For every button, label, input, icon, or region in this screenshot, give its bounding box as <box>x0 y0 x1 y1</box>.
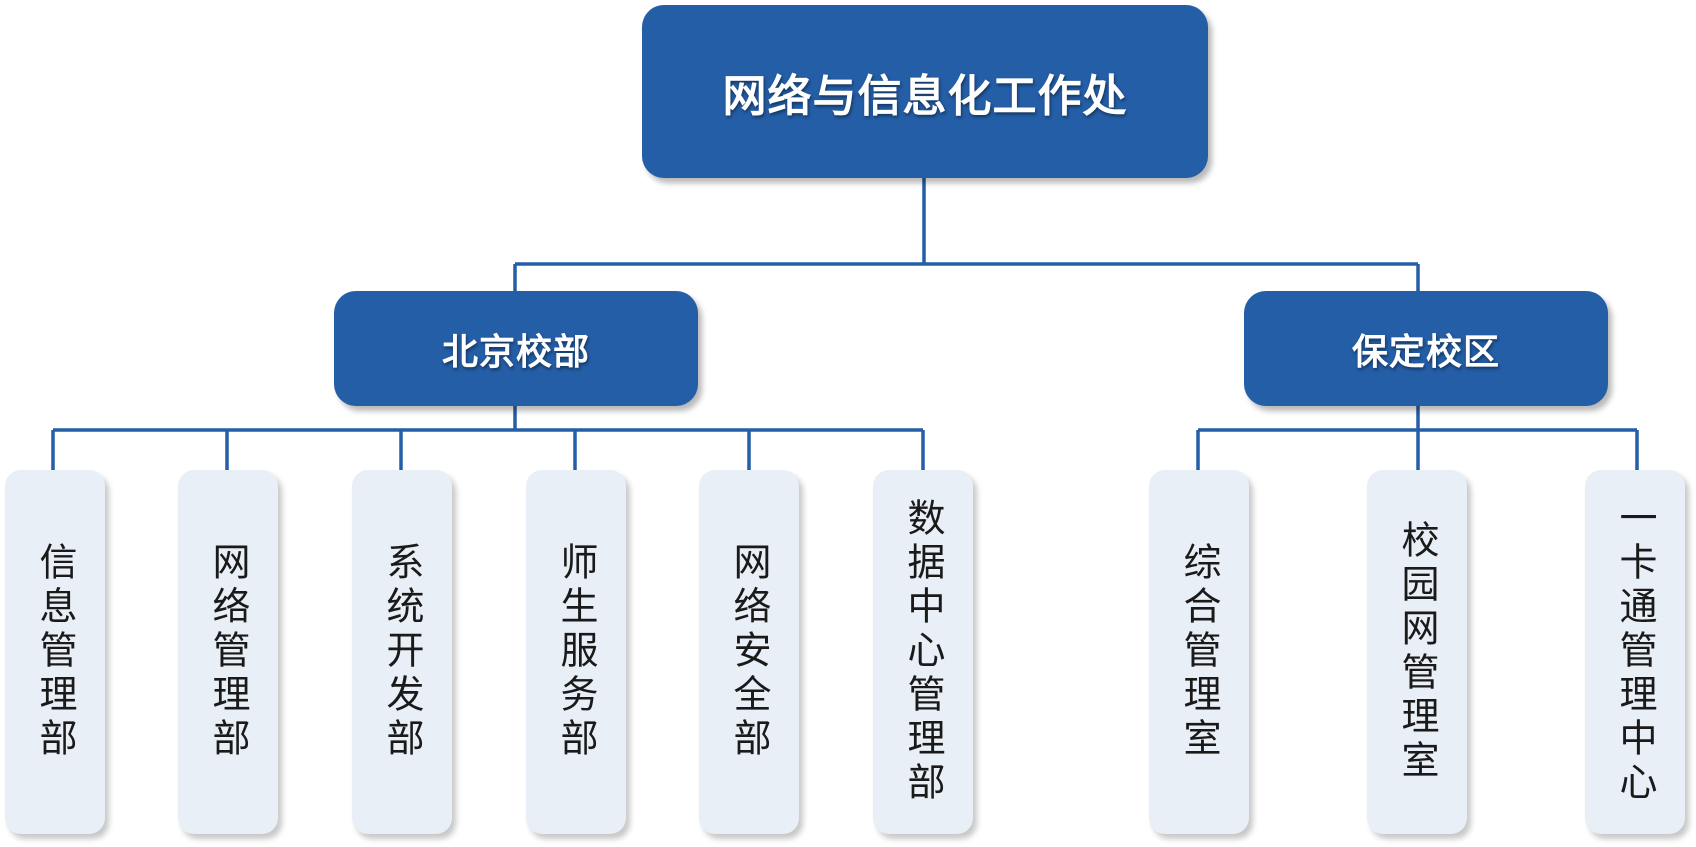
dept-node: 数据中心管理部 <box>873 470 973 834</box>
dept-node: 综合管理室 <box>1149 470 1249 834</box>
dept-label: 网络安全部 <box>727 542 771 762</box>
root-label: 网络与信息化工作处 <box>722 70 1128 122</box>
dept-node: 信息管理部 <box>5 470 105 834</box>
campus-label: 保定校区 <box>1351 331 1500 373</box>
dept-label: 信息管理部 <box>33 542 77 762</box>
dept-label: 一卡通管理中心 <box>1613 498 1657 806</box>
dept-node: 网络管理部 <box>178 470 278 834</box>
dept-label: 综合管理室 <box>1177 542 1221 762</box>
campus-node-beijing: 北京校部 <box>334 291 698 406</box>
dept-label: 系统开发部 <box>380 542 424 762</box>
dept-node: 一卡通管理中心 <box>1585 470 1685 834</box>
dept-node: 师生服务部 <box>526 470 626 834</box>
root-node: 网络与信息化工作处 <box>642 5 1208 178</box>
dept-label: 网络管理部 <box>206 542 250 762</box>
campus-label: 北京校部 <box>441 331 590 373</box>
dept-node: 网络安全部 <box>699 470 799 834</box>
dept-label: 数据中心管理部 <box>901 498 945 806</box>
dept-label: 师生服务部 <box>554 542 598 762</box>
dept-node: 校园网管理室 <box>1367 470 1467 834</box>
dept-node: 系统开发部 <box>352 470 452 834</box>
dept-label: 校园网管理室 <box>1395 520 1439 784</box>
campus-node-baoding: 保定校区 <box>1244 291 1608 406</box>
